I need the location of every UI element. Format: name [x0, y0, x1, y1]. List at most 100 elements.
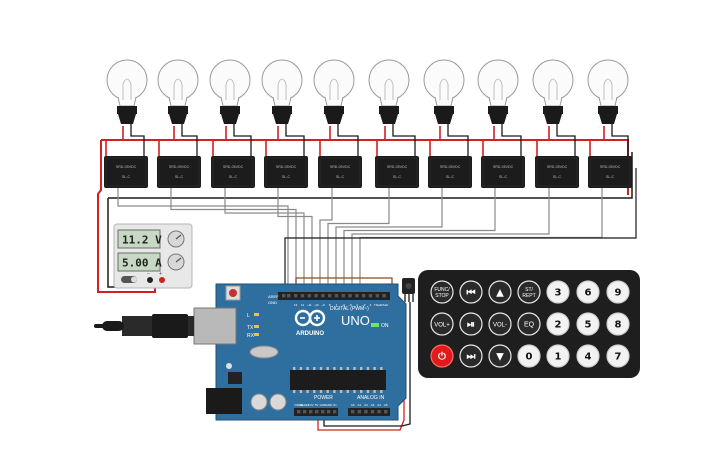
analog-pin-label: A0	[351, 403, 355, 407]
digital-pin[interactable]	[355, 294, 359, 298]
usb-cable	[94, 314, 194, 338]
minus-label: −	[147, 271, 150, 277]
light-bulb	[209, 59, 251, 124]
digital-pin[interactable]	[368, 294, 373, 298]
power-pin-label: 5V	[315, 403, 319, 407]
digital-pin[interactable]	[314, 294, 318, 298]
ir-receiver[interactable]	[402, 278, 415, 302]
bulb-red-wire	[158, 126, 175, 156]
remote-button-label: 8	[615, 320, 622, 331]
analog-pin-label: A5	[384, 403, 388, 407]
analog-pin-label: A2	[364, 403, 368, 407]
remote-button[interactable]: ▼	[488, 344, 512, 368]
bulb-red-wire	[265, 126, 279, 156]
analog-pin[interactable]	[364, 410, 368, 414]
digital-pin[interactable]	[334, 294, 339, 298]
power-pin-label: RESET	[300, 403, 310, 407]
analog-pin[interactable]	[351, 410, 355, 414]
digital-pin[interactable]	[375, 294, 379, 298]
digital-pin[interactable]	[307, 294, 311, 298]
relays-layer: SRD-05VDCSL-CSRD-05VDCSL-CSRD-05VDCSL-CS…	[104, 156, 632, 188]
power-label: POWER	[314, 395, 333, 401]
remote-button[interactable]: 0	[517, 344, 541, 368]
power-pin[interactable]	[303, 410, 307, 414]
remote-button[interactable]: 4	[576, 344, 600, 368]
digital-pin[interactable]	[328, 294, 332, 298]
remote-button[interactable]: EQ	[517, 312, 541, 336]
power-supply[interactable]: 11.2 V 5.00 A − +	[113, 223, 193, 289]
power-pin[interactable]	[309, 410, 313, 414]
power-pin[interactable]	[321, 410, 325, 414]
power-pin[interactable]	[327, 410, 331, 414]
relay-signal-wire	[319, 188, 333, 292]
digital-pin[interactable]	[362, 294, 366, 298]
remote-button[interactable]: 8	[606, 312, 630, 336]
light-bulb	[106, 59, 148, 124]
remote-button[interactable]: ▲	[488, 280, 512, 304]
remote-button[interactable]: ⏯	[459, 312, 483, 336]
remote-button-label: 2	[555, 320, 562, 331]
digital-pin[interactable]	[300, 294, 305, 298]
bulb-red-wire	[319, 126, 331, 156]
remote-button-label: 9	[615, 288, 622, 299]
remote-button[interactable]: ⏻	[430, 344, 454, 368]
digital-pin[interactable]	[321, 294, 325, 298]
relay-label-line2: SL-C	[553, 175, 562, 179]
digital-pin[interactable]	[294, 294, 298, 298]
remote-button[interactable]: ⏭	[459, 344, 483, 368]
ground-return-wire	[284, 168, 637, 292]
relay-label-line1: SRD-05VDC	[169, 165, 190, 169]
remote-button[interactable]: VOL-	[488, 312, 512, 336]
analog-pin[interactable]	[384, 410, 388, 414]
digital-pin[interactable]	[382, 294, 386, 298]
bulbs-layer	[106, 59, 629, 124]
power-pin-label: Vin	[333, 403, 337, 407]
remote-button[interactable]: 7	[606, 344, 630, 368]
digital-pin[interactable]	[341, 294, 345, 298]
analog-pin[interactable]	[370, 410, 375, 414]
remote-button[interactable]: 5	[576, 312, 600, 336]
voltage-regulator	[228, 372, 242, 384]
plus-label: +	[159, 271, 162, 277]
remote-button[interactable]: VOL+	[430, 312, 454, 336]
relay-label-line1: SRD-05VDC	[276, 165, 297, 169]
gnd-label: GND	[268, 300, 277, 305]
remote-button-label: 4	[585, 352, 592, 363]
l-led	[254, 313, 259, 316]
digital-pin-label: ~9	[321, 303, 325, 307]
analog-pin[interactable]	[357, 410, 361, 414]
remote-button[interactable]: 2	[546, 312, 570, 336]
bulb-black-wire	[130, 124, 145, 156]
remote-button[interactable]: 6	[576, 280, 600, 304]
remote-button[interactable]: ST/REPT	[517, 280, 541, 304]
digital-pin[interactable]	[348, 294, 352, 298]
remote-button[interactable]: 3	[546, 280, 570, 304]
power-pin[interactable]	[333, 410, 337, 414]
power-pin[interactable]	[297, 410, 301, 414]
capacitor-1	[250, 393, 268, 411]
power-pin[interactable]	[315, 410, 319, 414]
remote-button-label: 6	[585, 288, 592, 299]
remote-button[interactable]: 1	[546, 344, 570, 368]
voltage-readout: 11.2 V	[122, 234, 162, 247]
remote-button[interactable]: 9	[606, 280, 630, 304]
relay-label-line2: SL-C	[122, 175, 131, 179]
positive-terminal[interactable]	[159, 277, 165, 283]
analog-pin[interactable]	[377, 410, 381, 414]
digital-pin-label: 2	[370, 303, 372, 307]
remote-button[interactable]: FUNC/STOP	[430, 280, 454, 304]
negative-terminal[interactable]	[147, 277, 153, 283]
usb-port	[193, 307, 237, 345]
relay-label-line1: SRD-05VDC	[116, 165, 137, 169]
remote-button[interactable]: ⏮	[459, 280, 483, 304]
remote-button-label: FUNC/	[434, 287, 450, 293]
bulb-black-wire	[611, 124, 629, 156]
